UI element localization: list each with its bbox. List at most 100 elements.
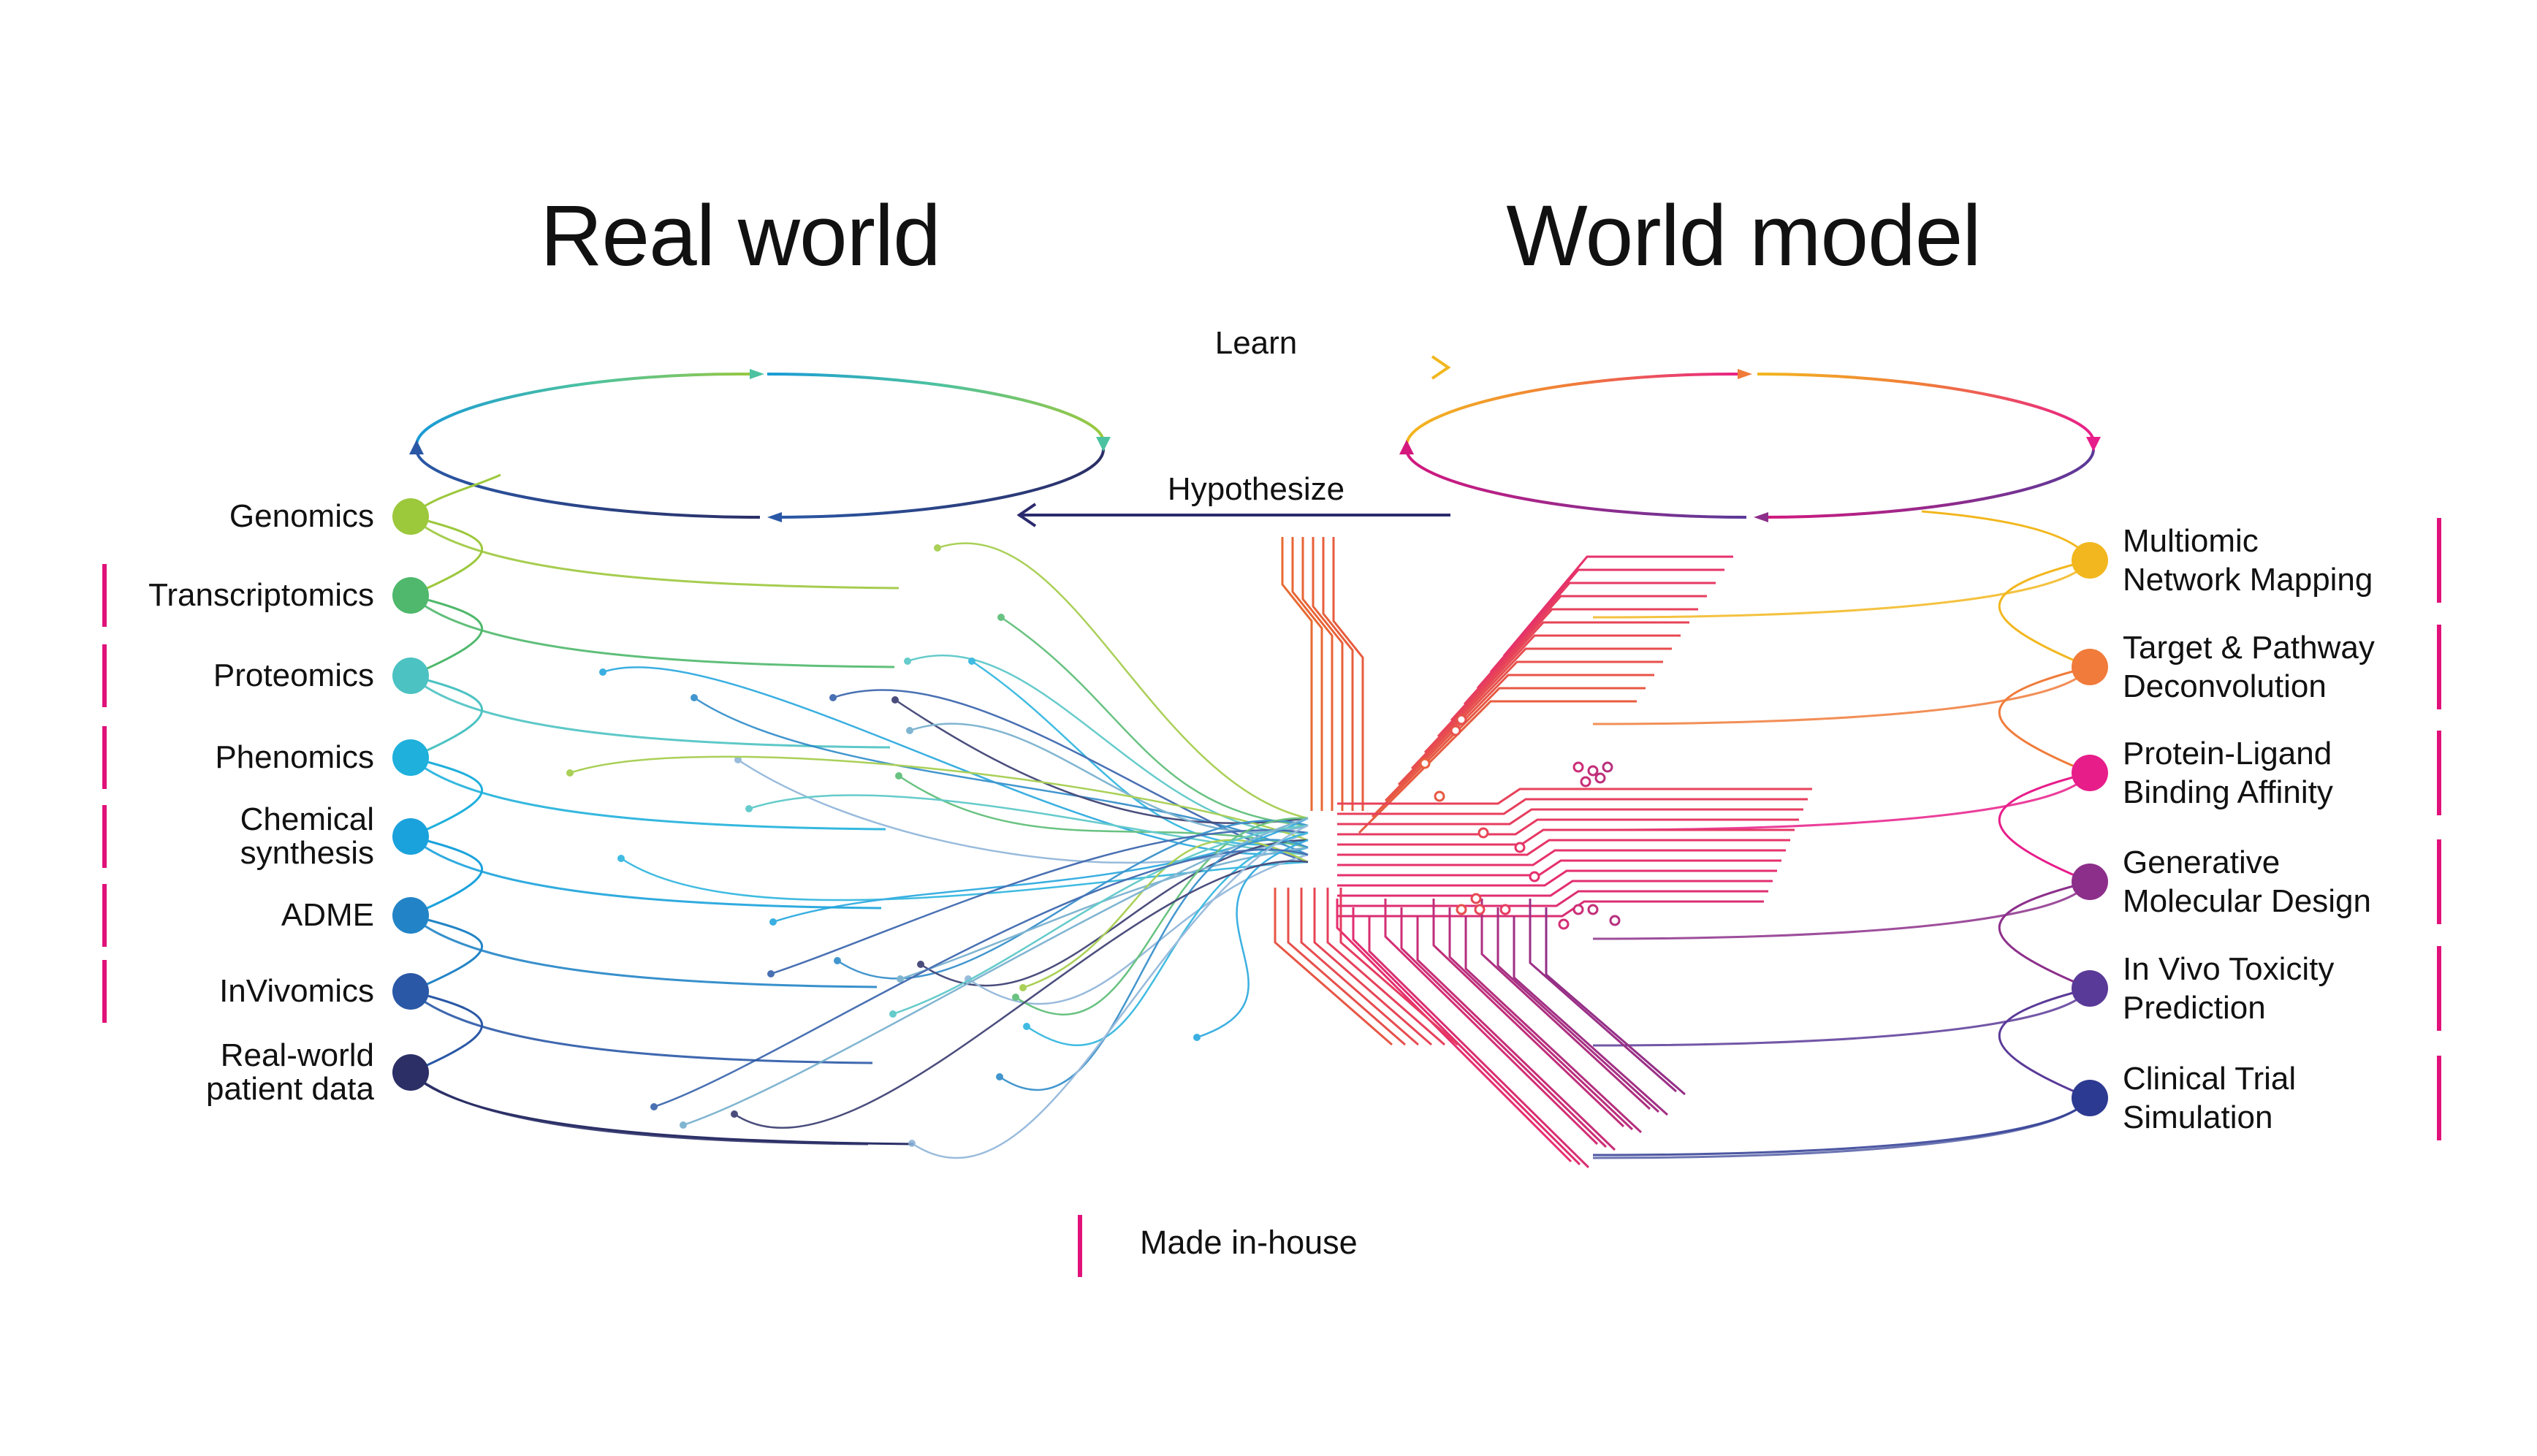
left-source-nodes [392,498,429,1091]
right-connectors [1592,510,2091,1159]
strand-dot [906,727,913,734]
left-connector [410,674,483,759]
circuit-via [1602,761,1613,773]
circuit-trace [1300,888,1419,1046]
circuit-trace [1337,828,1795,846]
strand-dot [680,1121,687,1129]
data-strand [1196,839,1309,1039]
data-strand [653,848,1309,1108]
strand-dot [650,1103,658,1110]
circuit-trace [1281,537,1313,811]
output-node-in-vivo-toxicity-prediction [2072,970,2108,1007]
data-strand [682,817,1309,1127]
left-connector [410,914,483,993]
circuit-trace [1502,555,1733,657]
output-label-generative-molecular-design: Generative Molecular Design [2123,845,2371,919]
circuit-trace [1368,916,1590,1169]
strand-dot [889,1010,897,1018]
source-label-real-world-patient-data: Real-world patient data [206,1037,374,1107]
circuit-trace [1337,818,1799,836]
strand-dot [599,668,606,676]
right-connector [1998,771,2091,883]
circuit-trace [1336,899,1572,1163]
left-flow-line [410,594,895,668]
circuit-trace [1337,808,1803,826]
circuit-trace [1496,907,1660,1113]
source-node-chemical-synthesis [392,818,429,855]
circuit-trace [1513,916,1669,1116]
circuit-trace [1274,888,1393,1046]
strand-dot [769,918,777,926]
legend-made-in-house: Made in-house [1140,1224,1358,1261]
strand-dot [834,957,841,964]
output-node-target-pathway-deconvolution [2072,649,2108,685]
circuit-trace [1416,916,1616,1151]
circuit-via [1514,842,1526,853]
data-strand [899,846,1309,980]
made-in-house-markers [102,518,2441,1140]
circuit-trace [1480,899,1651,1110]
learn-arrow [1019,355,1451,380]
strand-dot [745,805,753,812]
circuit-trace [1337,798,1808,815]
data-strand [748,794,1309,856]
circuit-trace [1291,537,1323,811]
circuit-via [1456,714,1467,725]
real-world-loop [409,369,1111,522]
circuit-via [1587,765,1599,777]
circuit-via [1470,893,1482,904]
circuit-trace [1326,888,1445,1046]
right-flow-line [1592,1097,2091,1159]
circuit-trace [1400,907,1608,1148]
circuit-trace [1384,899,1599,1146]
data-strand [892,824,1309,1015]
hypothesize-label: Hypothesize [1167,471,1345,507]
strand-dot [934,544,941,552]
left-flow-line [410,835,882,910]
data-strand [620,857,1309,902]
world-model-title: World model [1506,188,1981,284]
circuit-trace [1489,568,1724,673]
strand-dot [908,1140,916,1147]
circuit-trace [1312,537,1344,811]
circuit-via [1580,776,1591,788]
circuit-trace [1339,888,1458,1046]
output-node-clinical-trial-simulation [2072,1080,2108,1116]
circuit-trace [1464,916,1643,1134]
source-label-adme: ADME [281,897,374,933]
source-node-proteomics [392,658,429,694]
strand-dot [897,975,904,983]
circuit-via [1474,904,1486,915]
strand-dot [617,855,625,862]
circuit-trace [1337,880,1773,897]
circuit-trace [1287,888,1406,1046]
left-flow-line [410,914,878,988]
circuit-trace [1423,634,1681,754]
strand-dot [1019,984,1027,991]
strand-dot [891,696,899,704]
right-flow-line [1592,988,2091,1047]
left-flow-line [410,756,886,831]
data-strand [1026,831,1309,1046]
data-strand [734,860,1309,1129]
strand-dot [731,1110,738,1118]
right-connector [1998,987,2091,1099]
circuit-trace [1337,859,1781,877]
loop-to-multiomic [1921,510,2091,561]
left-connector [410,594,483,677]
data-strand [1015,817,1309,1015]
circuit-trace [1337,788,1812,805]
source-label-genomics: Genomics [229,498,374,534]
source-label-invivomics: InVivomics [219,973,374,1009]
data-strand [967,853,1309,1005]
circuit-trace [1352,907,1581,1166]
circuit-via [1572,761,1584,773]
strand-dot [904,658,911,665]
output-label-in-vivo-toxicity-prediction: In Vivo Toxicity Prediction [2123,951,2335,1026]
circuit-via [1499,904,1511,915]
circuit-trace [1410,647,1672,770]
source-node-real-world-patient-data [392,1054,429,1091]
source-node-invivomics [392,973,429,1010]
circuit-trace [1332,537,1364,811]
